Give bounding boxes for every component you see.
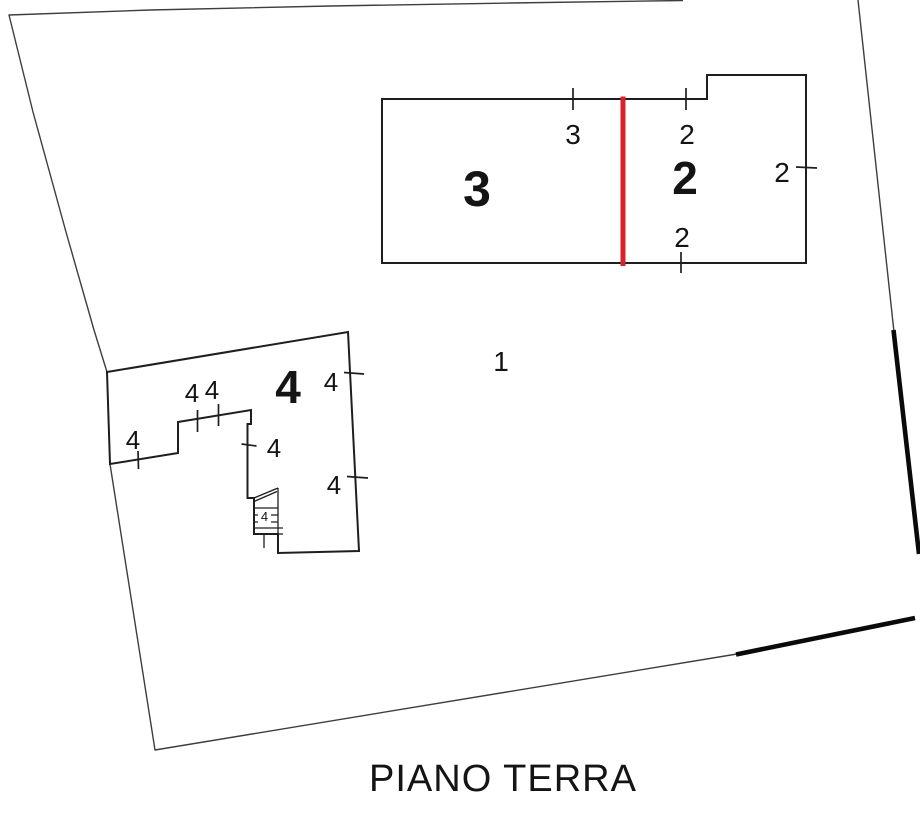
- mark-2-right-label: 2: [774, 157, 790, 188]
- stair-slope-line-b: [253, 490, 278, 503]
- parcel-boundary-bottom-thick: [735, 615, 916, 657]
- mark-2-top-label: 2: [679, 119, 695, 150]
- mark-4-court-a-label: 4: [185, 378, 199, 408]
- parcel-boundary-right-thin: [857, 0, 895, 333]
- unit-2-red-label: 2: [672, 152, 698, 204]
- parcel-boundary-top-left-bottom: [8, 0, 738, 751]
- labels: 3 2 4 1 3 2 2 2 4 4 4 4 4 4 4: [126, 119, 790, 524]
- mark-4-stairs-label: 4: [261, 509, 268, 524]
- building-2-3-outline: [381, 74, 807, 264]
- stairs-label-backplate: [258, 510, 271, 523]
- mark-4-inner-label: 4: [267, 433, 281, 463]
- unit-4-red-label: 4: [275, 361, 301, 413]
- tick-unit4-east-upper: [343, 371, 365, 375]
- tick-unit4-west: [137, 450, 140, 470]
- mark-4-court-b-label: 4: [205, 375, 219, 405]
- tick-unit2-right: [795, 166, 818, 169]
- tick-unit4-east-lower: [346, 475, 369, 479]
- mark-3-top-label: 3: [565, 119, 581, 150]
- mark-4-east-lower-label: 4: [327, 470, 341, 500]
- building-4-outline: [105, 330, 361, 555]
- building-unit-4: [105, 330, 369, 555]
- floor-caption: PIANO TERRA: [369, 758, 637, 800]
- parcel-boundary: [8, 0, 920, 751]
- unit-3-red-label: 3: [463, 161, 491, 217]
- mark-2-bottom-label: 2: [674, 222, 690, 253]
- area-1-label: 1: [493, 346, 509, 377]
- parcel-boundary-right-thick: [891, 329, 920, 555]
- building-units-2-3: [381, 74, 818, 273]
- mark-4-west-label: 4: [126, 425, 140, 455]
- stair-slope-line-a: [253, 487, 279, 499]
- tick-unit4-inner: [241, 443, 257, 447]
- mark-4-east-upper-label: 4: [324, 367, 338, 397]
